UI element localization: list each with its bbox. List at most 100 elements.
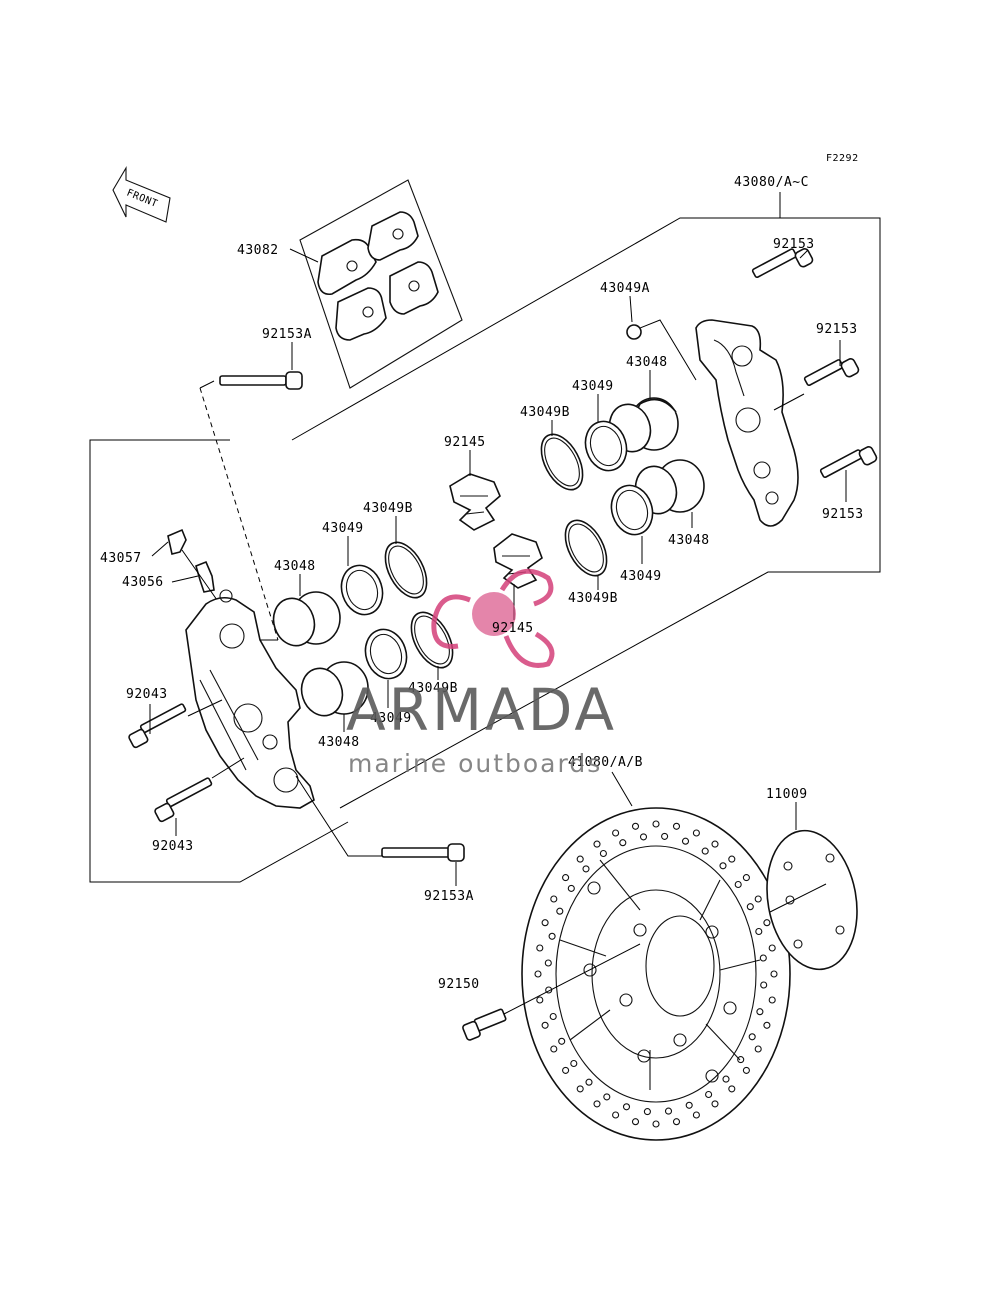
front-arrow-icon: FRONT [112,165,171,223]
disc-vent-hole [541,919,549,927]
label-43049B-l1: 43049B [363,501,413,516]
disc-vent-hole [558,1037,566,1045]
disc-vent-hole [570,1059,578,1068]
label-11009: 11009 [766,787,808,802]
label-43048-l1: 43048 [274,559,316,574]
disc-vent-hole [722,1075,730,1083]
leader-43056 [171,575,199,583]
disc-vent-hole [619,839,627,847]
label-92153-a: 92153 [773,237,815,252]
leader-43082 [289,248,319,263]
watermark-brand: ARMADA [346,676,617,744]
disc-vent-hole [760,981,768,989]
disc-vent-hole [536,944,544,952]
bolt-92153A-bottom [381,843,465,862]
seal-43049B-l2 [410,611,454,669]
disc-vent-hole [562,1066,570,1074]
label-43056: 43056 [122,575,164,590]
watermark-logo-icon [431,568,555,668]
leader-92043-bot-axis [211,757,245,779]
disc-vent-hole [536,996,544,1004]
seal-43049-l2 [364,628,408,680]
bolt-92043-bot [154,777,213,823]
leader-92153A-bottom-axis [295,775,382,857]
leader-92153-1 [799,249,809,259]
disc-vent-hole [639,833,648,841]
disc-vent-hole [550,895,558,903]
disc-vent-hole [593,1100,601,1108]
disc-vent-hole [711,1100,719,1108]
spring-clip-92145-mid [493,533,543,589]
label-43049-l2: 43049 [370,711,412,726]
disc-vent-hole [562,874,570,882]
disc-vent-hole [754,1045,762,1053]
shim-11009 [766,829,858,971]
disc-vent-hole [681,837,690,845]
leader-11009-axis [769,883,827,913]
label-43048-r1: 43048 [626,355,668,370]
disc-vent-hole [756,1008,764,1016]
disc-vent-hole [768,996,776,1004]
seal-43049-r1 [584,420,628,472]
seal-43049B-l1 [384,541,428,599]
bolt-axis-top [199,387,279,641]
disc-vent-hole [599,849,607,858]
label-92043-bot: 92043 [152,839,194,854]
disc-vent-hole [556,907,564,915]
label-43049-r1: 43049 [572,379,614,394]
right-caliper-boundary [291,217,881,809]
label-43080: 43080/A~C [734,175,809,190]
label-92153A-top: 92153A [262,327,312,342]
label-43048-l2: 43048 [318,735,360,750]
leader-axis-horizontal [199,380,215,389]
label-92150: 92150 [438,977,480,992]
bleeder-cap-43057 [167,528,187,555]
disc-vent-hole [585,1078,593,1086]
brake-disc-41080 [521,807,791,1141]
disc-vent-hole [541,1021,549,1029]
disc-vent-hole [534,970,542,978]
disc-vent-hole [612,829,620,837]
label-43049-r2: 43049 [620,569,662,584]
brake-pads [299,179,463,389]
disc-vent-hole [672,1118,681,1126]
piston-43048-l1 [272,591,341,647]
leader-43057 [151,541,169,557]
label-43082: 43082 [237,243,279,258]
label-43057: 43057 [100,551,142,566]
seal-43049B-r1 [540,433,584,491]
disc-vent-hole [582,865,590,873]
seal-43049-l1 [340,564,384,616]
disc-vent-hole [748,1033,756,1041]
disc-vent-hole [737,1056,745,1064]
label-43048-r2: 43048 [668,533,710,548]
disc-vent-hole [652,820,660,828]
disc-vent-hole [603,1093,611,1101]
disc-vent-hole [672,822,681,830]
disc-vent-hole [576,1085,584,1093]
bleeder-valve-43056 [195,560,215,593]
seal-43049B-r2 [564,519,608,577]
disc-vent-hole [742,874,750,882]
label-92145-top: 92145 [444,435,486,450]
disc-vent-hole [763,1021,771,1029]
disc-vent-hole [548,932,556,940]
label-43049B-r1: 43049B [520,405,570,420]
disc-vent-hole [661,832,669,840]
disc-vent-hole [576,855,584,863]
disc-vent-hole [768,944,776,952]
disc-vent-hole [612,1111,620,1119]
disc-vent-hole [763,919,771,927]
disc-vent-hole [719,862,727,870]
spring-clip-92145-top [449,473,501,531]
label-43049-l1: 43049 [322,521,364,536]
bolt-92043-top [128,703,187,749]
disc-vent-hole [692,1111,700,1119]
disc-vent-hole [567,884,575,892]
disc-vent-hole [754,895,762,903]
label-92153-c: 92153 [822,507,864,522]
bolt-92153A-top [219,371,303,390]
disc-vent-hole [711,840,719,848]
